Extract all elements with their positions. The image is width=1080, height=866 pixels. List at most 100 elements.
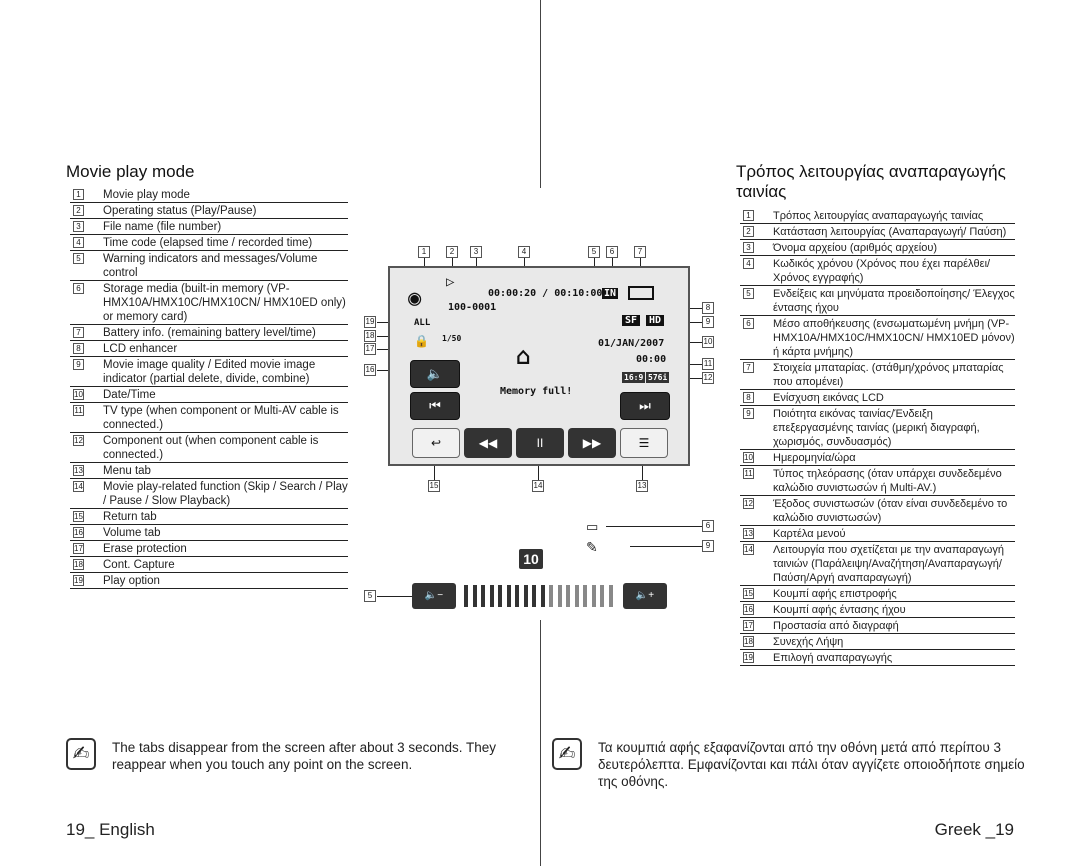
footer-greek: Greek _19 <box>934 820 1014 839</box>
volume-tick <box>472 585 477 607</box>
legend-item: 4 Time code (elapsed time / recorded time… <box>70 235 348 251</box>
legend-item: 5 Warning indicators and messages/Volume … <box>70 251 348 281</box>
volume-icon: 🔈 <box>426 366 444 381</box>
cont-capture-text: 1/50 <box>442 334 462 343</box>
legend-text: Time code (elapsed time / recorded time) <box>103 237 313 249</box>
volume-tab[interactable]: 🔈 <box>410 360 460 388</box>
file-number-text: 100-0001 <box>448 302 497 313</box>
icon-callout: 6 <box>702 520 714 532</box>
screen-callout: 13 <box>636 480 648 492</box>
legend-number: 15 <box>73 511 84 522</box>
legend-item: 15 Κουμπί αφής επιστροφής <box>740 586 1015 602</box>
footer-english: 19_ English <box>66 820 155 839</box>
legend-number: 2 <box>743 226 754 237</box>
volume-tick <box>515 585 519 607</box>
legend-number: 14 <box>743 544 754 555</box>
forward-button[interactable]: ▶▶ <box>568 428 616 458</box>
legend-text: Movie play-related function (Skip / Sear… <box>103 481 348 507</box>
legend-text: Warning indicators and messages/Volume c… <box>103 253 318 279</box>
legend-text: Όνομα αρχείου (αριθμός αρχείου) <box>773 242 938 254</box>
volume-tick <box>540 585 545 607</box>
legend-item: 18 Συνεχής Λήψη <box>740 634 1015 650</box>
screen-callout: 15 <box>428 480 440 492</box>
play-status-icon: ▷ <box>446 274 455 290</box>
legend-number: 9 <box>743 408 754 419</box>
legend-number: 5 <box>73 253 84 264</box>
center-divider-top <box>540 0 541 188</box>
legend-number: 9 <box>73 359 84 370</box>
battery-icon <box>628 286 654 300</box>
legend-number: 13 <box>743 528 754 539</box>
legend-number: 4 <box>73 237 84 248</box>
time-text: 00:00 <box>636 354 667 365</box>
screen-callout: 1 <box>418 246 430 258</box>
english-note: The tabs disappear from the screen after… <box>112 740 496 772</box>
lcd-screen: ◉ ▷ 00:00:20 / 00:10:00 100-0001 IN SF H… <box>388 266 690 466</box>
legend-text: Erase protection <box>103 543 187 555</box>
legend-number: 18 <box>743 636 754 647</box>
skip-back-button[interactable]: ⏮ <box>410 392 460 420</box>
legend-text: Storage media (built-in memory (VP-HMX10… <box>103 283 346 323</box>
legend-number: 17 <box>743 620 754 631</box>
legend-text: Συνεχής Λήψη <box>773 636 844 648</box>
volume-down-button[interactable]: 🔈− <box>412 583 456 609</box>
legend-number: 2 <box>73 205 84 216</box>
pause-icon: II <box>536 436 544 450</box>
menu-button[interactable]: ☰ <box>620 428 668 458</box>
screen-callout: 4 <box>518 246 530 258</box>
volume-up-button[interactable]: 🔈+ <box>623 583 667 609</box>
legend-text: Cont. Capture <box>103 559 175 571</box>
menu-icon: ☰ <box>638 436 650 450</box>
legend-number: 19 <box>743 652 754 663</box>
callout-leader-line <box>434 456 435 480</box>
resolution-badge: 576i <box>646 372 670 383</box>
screen-callout: 16 <box>364 364 376 376</box>
note-icon-en: ✍ <box>66 738 96 770</box>
screen-callout: 6 <box>606 246 618 258</box>
legend-number: 4 <box>743 258 754 269</box>
legend-text: Προστασία από διαγραφή <box>773 620 899 632</box>
volume-level-label: 10 <box>519 549 543 569</box>
callout-leader-line <box>642 456 643 480</box>
legend-text: Ενδείξεις και μηνύματα προειδοποίησης/ Έ… <box>773 288 1015 314</box>
screen-callout: 18 <box>364 330 376 342</box>
legend-text: Επιλογή αναπαραγωγής <box>773 652 893 664</box>
skip-forward-button[interactable]: ⏭ <box>620 392 670 420</box>
rewind-button[interactable]: ◀◀ <box>464 428 512 458</box>
legend-text: TV type (when component or Multi-AV cabl… <box>103 405 339 431</box>
legend-text: Component out (when component cable is c… <box>103 435 319 461</box>
volume-tick <box>600 585 604 607</box>
pause-button[interactable]: II <box>516 428 564 458</box>
legend-number: 11 <box>73 405 84 416</box>
icon-leader-line <box>630 546 702 547</box>
legend-number: 15 <box>743 588 754 599</box>
return-button[interactable]: ↩ <box>412 428 460 458</box>
volume-tick <box>608 585 613 607</box>
quality-badge: SF <box>622 315 641 326</box>
volume-tick <box>489 585 494 607</box>
volume-control-bar[interactable]: 🔈− 🔈+ <box>412 583 667 609</box>
legend-text: Κουμπί αφής επιστροφής <box>773 588 897 600</box>
movie-mode-icon: ◉ <box>408 286 422 311</box>
